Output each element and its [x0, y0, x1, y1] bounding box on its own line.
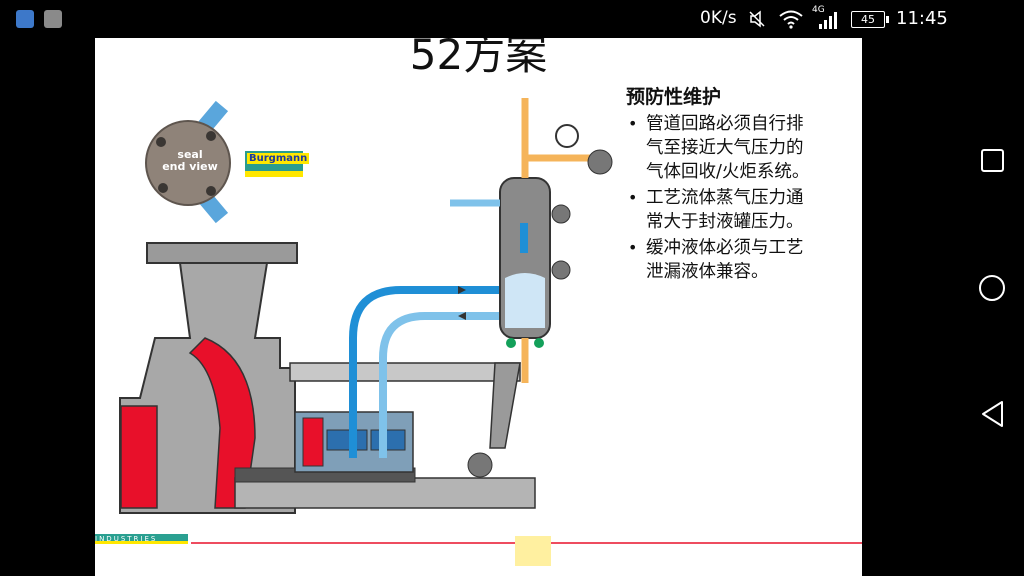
industries-strip-label: INDUSTRIES [95, 534, 188, 544]
slide-canvas: 52方案 [95, 38, 862, 576]
clock: 11:45 [896, 8, 948, 29]
status-bar: 0K/s 4G 45 11:45 [0, 0, 1024, 38]
notification-app-icon [16, 10, 34, 28]
network-type: 4G [812, 5, 825, 15]
navigation-bar [963, 38, 1024, 576]
gallery-icon [44, 10, 62, 28]
mute-icon [749, 10, 765, 28]
circle-home-icon[interactable] [977, 273, 1007, 303]
bullet-list: 管道回路必须自行排 气至接近大气压力的 气体回收/火炬系统。 工艺流体蒸气压力通… [626, 112, 852, 286]
seal-end-view-label: seal end view [162, 148, 218, 173]
bullet-item: 管道回路必须自行排 气至接近大气压力的 气体回收/火炬系统。 [626, 112, 852, 184]
seal-plan-diagram [119, 98, 862, 566]
wifi-icon [779, 10, 803, 29]
network-speed: 0K/s [700, 8, 737, 28]
bullet-item: 工艺流体蒸气压力通 常大于封液罐压力。 [626, 186, 852, 234]
square-recents-icon[interactable] [980, 148, 1006, 174]
slide-title: 52方案 [409, 38, 548, 79]
current-slide-highlight [515, 536, 551, 566]
pump-casing [119, 242, 536, 514]
bullet-item: 缓冲液体必须与工艺 泄漏液体兼容。 [626, 236, 852, 284]
seal-end-view-icon [145, 100, 231, 224]
battery-icon: 45 [851, 11, 889, 28]
seal-pot-reservoir [499, 177, 571, 339]
burgmann-logo: Burgmann [245, 151, 310, 177]
triangle-back-icon[interactable] [979, 399, 1007, 429]
signal-icon [819, 12, 837, 29]
panel-title: 预防性维护 [626, 86, 722, 108]
